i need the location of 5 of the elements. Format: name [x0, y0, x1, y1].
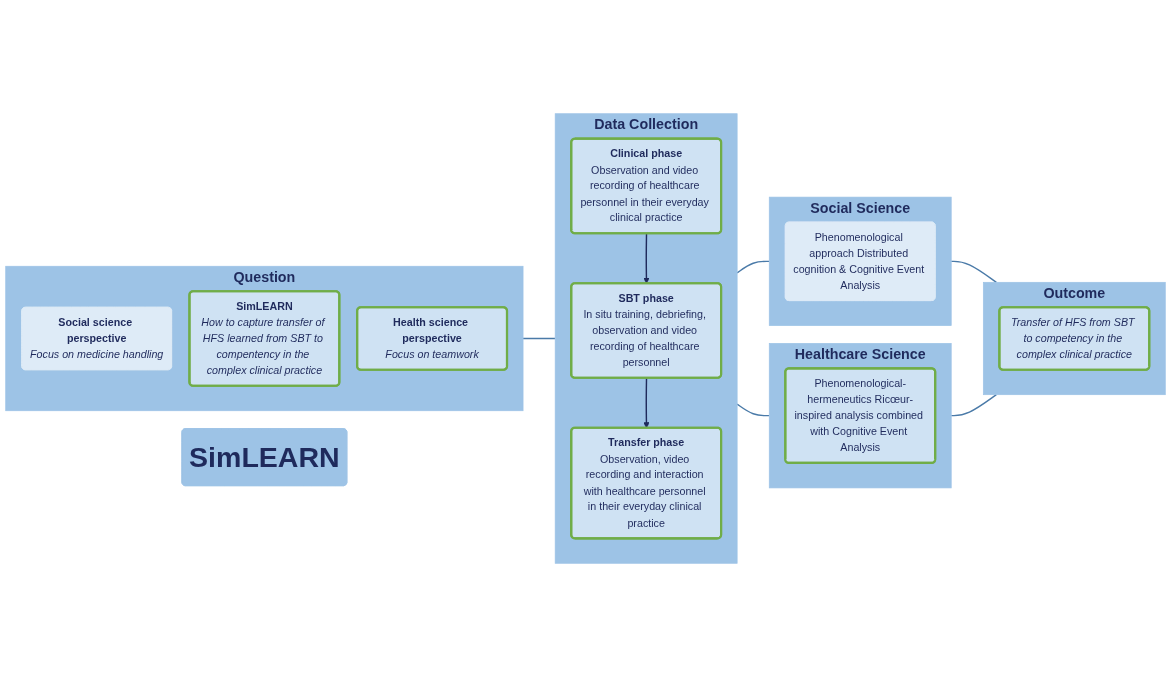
connector [950, 260, 998, 283]
connector [736, 403, 770, 417]
connector [736, 260, 770, 274]
connector [950, 394, 998, 417]
connector [522, 337, 556, 340]
